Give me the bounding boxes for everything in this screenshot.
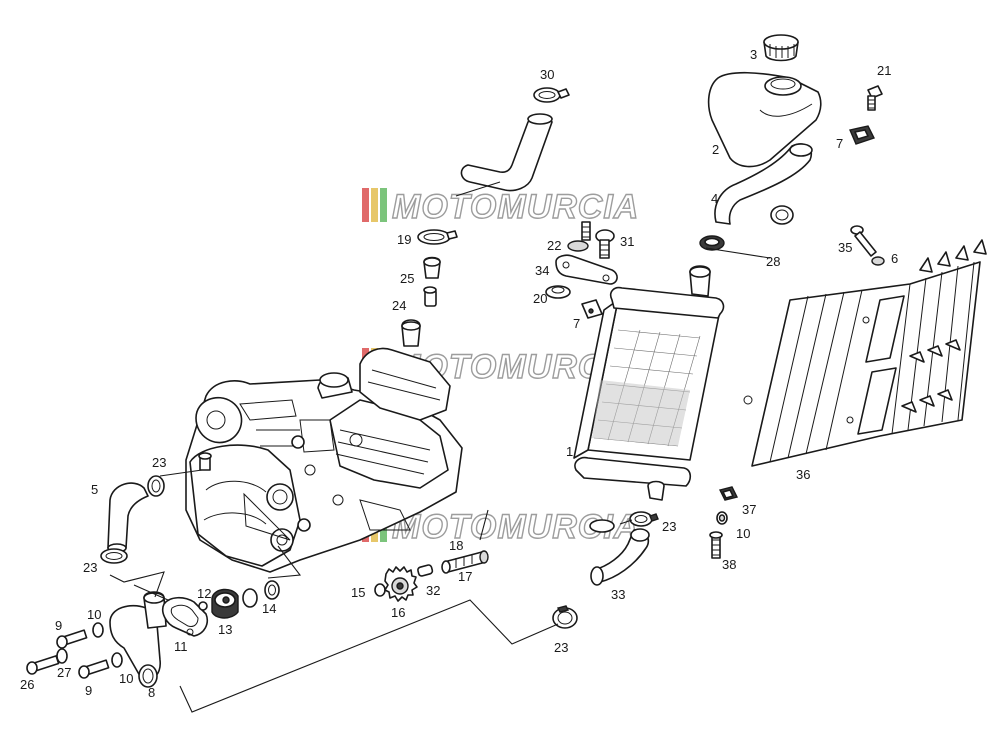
callout-33: 33 xyxy=(611,587,625,602)
washer-27 xyxy=(56,648,68,664)
callout-35: 35 xyxy=(838,240,852,255)
pin-32 xyxy=(417,564,434,577)
callout-37: 37 xyxy=(742,502,756,517)
tank-hose xyxy=(714,143,813,225)
callout-23-bottom: 23 xyxy=(554,640,568,655)
washer-10-upper xyxy=(92,622,104,638)
shaft-17-18 xyxy=(441,550,489,574)
callout-25: 25 xyxy=(400,271,414,286)
callout-20: 20 xyxy=(533,291,547,306)
callout-19: 19 xyxy=(397,232,411,247)
callout-7-radiator: 7 xyxy=(573,316,580,331)
callout-9-lower: 9 xyxy=(85,683,92,698)
fitting-25 xyxy=(423,256,441,279)
callout-31: 31 xyxy=(620,234,634,249)
callout-23-left: 23 xyxy=(83,560,97,575)
callout-38: 38 xyxy=(722,557,736,572)
clip-7-radiator xyxy=(581,299,603,319)
callout-10-upper: 10 xyxy=(87,607,101,622)
callout-1: 1 xyxy=(566,444,573,459)
watermark-text: MOTOMURCIA xyxy=(392,188,639,226)
callout-22: 22 xyxy=(547,238,561,253)
hose-clamp-23-bottom xyxy=(552,605,578,629)
pump-elbow-8 xyxy=(109,591,167,688)
bolt-9-lower xyxy=(78,659,110,679)
callout-9-upper: 9 xyxy=(55,618,62,633)
callout-24: 24 xyxy=(392,298,406,313)
lower-hose xyxy=(590,528,650,586)
assembly-lines xyxy=(109,181,771,713)
callout-14: 14 xyxy=(262,601,276,616)
callout-15: 15 xyxy=(351,585,365,600)
hose-clamp-19 xyxy=(417,229,458,245)
bracket-34 xyxy=(555,254,618,285)
seal-14 xyxy=(242,580,280,608)
callout-11: 11 xyxy=(174,639,188,654)
callouts: 30 3 21 7 2 4 19 22 31 28 35 6 25 34 24 … xyxy=(20,47,898,700)
callout-10-right: 10 xyxy=(736,526,750,541)
hose-clamp-28 xyxy=(699,205,794,251)
tank-bolt-21 xyxy=(867,85,883,111)
callout-32: 32 xyxy=(426,583,440,598)
bolt-22 xyxy=(567,221,591,252)
tank-clip-7 xyxy=(849,125,875,145)
hose-clamp-23-radiator xyxy=(629,511,659,527)
callout-13: 13 xyxy=(218,622,232,637)
bolt-38 xyxy=(709,531,723,559)
radiator-core xyxy=(592,329,701,447)
callout-30: 30 xyxy=(540,67,554,82)
tank-cap xyxy=(763,34,799,62)
fitting-24 xyxy=(423,286,437,307)
nut-37 xyxy=(718,486,739,501)
callout-3: 3 xyxy=(750,47,757,62)
washer-10-lower xyxy=(111,652,123,668)
grommet-20 xyxy=(545,285,571,299)
washer-10-right xyxy=(716,511,728,525)
washer-15 xyxy=(374,583,386,597)
callout-27: 27 xyxy=(57,665,71,680)
callout-4: 4 xyxy=(711,191,718,206)
radiator-grille xyxy=(743,239,987,467)
callout-17: 17 xyxy=(458,569,472,584)
radiator xyxy=(573,265,725,501)
callout-5: 5 xyxy=(91,482,98,497)
callout-34: 34 xyxy=(535,263,549,278)
bolt-9-upper xyxy=(56,629,88,649)
callout-7-tank: 7 xyxy=(836,136,843,151)
bolt-26 xyxy=(26,655,60,675)
upper-hose xyxy=(460,113,553,192)
hose-clamp-23-upper-left xyxy=(147,475,165,497)
callout-2: 2 xyxy=(712,142,719,157)
radiator-fitting xyxy=(589,519,615,533)
callout-16: 16 xyxy=(391,605,405,620)
bolt-31 xyxy=(595,229,615,259)
callout-21: 21 xyxy=(877,63,891,78)
callout-18: 18 xyxy=(449,538,463,553)
gear-16 xyxy=(384,566,418,602)
watermark-1: MOTOMURCIA xyxy=(362,187,639,227)
engine-hose-5 xyxy=(107,482,149,553)
pump-gasket-11 xyxy=(161,596,209,637)
callout-23-radiator: 23 xyxy=(662,519,676,534)
expansion-tank xyxy=(707,71,822,168)
impeller-12-13 xyxy=(198,588,239,619)
callout-36: 36 xyxy=(796,467,810,482)
hose-clamp-30 xyxy=(533,87,570,103)
callout-28: 28 xyxy=(766,254,780,269)
callout-10-lower: 10 xyxy=(119,671,133,686)
callout-8: 8 xyxy=(148,685,155,700)
callout-23-engine: 23 xyxy=(152,455,166,470)
bolt-35 xyxy=(850,225,885,266)
callout-6: 6 xyxy=(891,251,898,266)
callout-26: 26 xyxy=(20,677,34,692)
engine xyxy=(185,319,463,573)
callout-12: 12 xyxy=(197,586,211,601)
hose-clamp-23-lower-left xyxy=(100,548,128,564)
